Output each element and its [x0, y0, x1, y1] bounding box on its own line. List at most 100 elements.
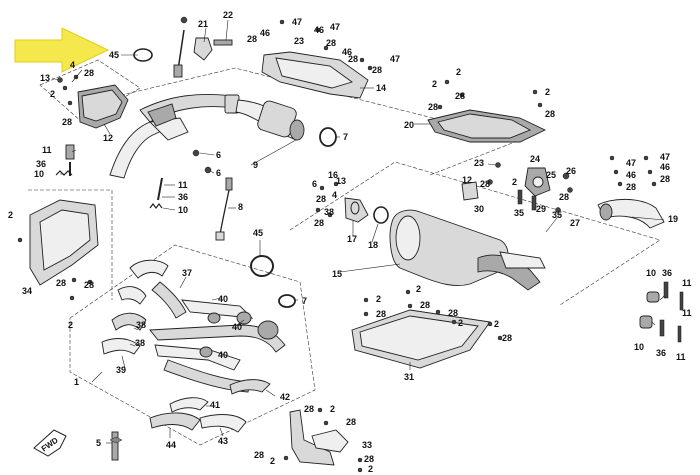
callout-10-right-a: 10 [646, 268, 656, 278]
flange-17 [344, 197, 369, 223]
sensor-8 [215, 177, 233, 241]
callout-28-right-b: 28 [660, 174, 670, 184]
callout-17: 17 [347, 234, 357, 244]
callout-40-a: 40 [218, 294, 228, 304]
callout-46-a: 46 [314, 25, 324, 35]
callout-29: 29 [536, 204, 546, 214]
callout-10-left: 10 [34, 169, 44, 179]
callout-7-lower: 7 [302, 296, 307, 306]
callout-26: 26 [566, 166, 576, 176]
group-outlines [28, 59, 661, 446]
callout-2-left-shield: 2 [8, 210, 13, 220]
fwd-direction-arrow: FWD [33, 429, 67, 457]
callout-38-lower-b: 38 [135, 338, 145, 348]
callout-2-bracket-a: 2 [330, 404, 335, 414]
callout-38: 38 [324, 207, 334, 217]
callout-28-bracket-b: 28 [346, 417, 356, 427]
callout-6-a: 6 [216, 150, 221, 160]
callout-45-top: 45 [109, 50, 119, 60]
callout-37: 37 [182, 268, 192, 278]
callout-46-c: 46 [342, 47, 352, 57]
callout-39: 39 [116, 365, 126, 375]
callout-41: 41 [210, 400, 220, 410]
grommets-right [639, 281, 684, 343]
gasket-45-lower [250, 255, 274, 277]
callout-42: 42 [280, 392, 290, 402]
callout-2-bracket-b: 2 [270, 456, 275, 466]
bolts-upper-left [57, 74, 79, 106]
callout-43: 43 [218, 436, 228, 446]
o2-sensor-21 [173, 16, 188, 78]
callout-18: 18 [368, 240, 378, 250]
callout-38-lower-a: 38 [136, 320, 146, 330]
callout-2-bracket-c: 2 [368, 464, 373, 474]
callout-2-hs20-a: 2 [432, 79, 437, 89]
callout-12: 12 [103, 133, 113, 143]
callout-11-right-b: 11 [682, 308, 692, 318]
callout-13: 13 [40, 73, 50, 83]
bracket-33 [289, 409, 349, 466]
callout-22: 22 [223, 10, 233, 20]
callout-11-left: 11 [42, 145, 52, 155]
callout-28-skid-c: 28 [448, 308, 458, 318]
callout-36-right-b: 36 [656, 348, 666, 358]
callout-28-top-a: 28 [84, 68, 94, 78]
callout-46-right-b: 46 [660, 162, 670, 172]
callout-15: 15 [332, 269, 342, 279]
callout-28-left-a: 28 [56, 278, 66, 288]
fasteners-right-upper [609, 155, 657, 187]
callout-7-top: 7 [343, 132, 348, 142]
callout-25: 25 [546, 170, 556, 180]
hanger-bracket-30 [461, 181, 479, 201]
callout-28-top-b: 28 [62, 117, 72, 127]
callout-28-left-b: 28 [84, 280, 94, 290]
callout-40-b: 40 [232, 322, 242, 332]
callout-4-top: 4 [70, 60, 75, 70]
callout-33: 33 [362, 440, 372, 450]
callout-28-bracket-c: 28 [254, 450, 264, 460]
spring-11-36-10-center [149, 177, 163, 209]
fasteners-lower-bracket [283, 407, 363, 473]
callout-28-hs20-b: 28 [428, 102, 438, 112]
callout-47-right-b: 47 [660, 152, 670, 162]
callout-14: 14 [376, 83, 386, 93]
callout-47-a: 47 [292, 17, 302, 27]
callout-34: 34 [22, 286, 32, 296]
callout-36-right-a: 36 [662, 268, 672, 278]
callout-28-hs20-c: 28 [545, 109, 555, 119]
catalytic-converter-9 [235, 99, 305, 141]
lower-pipe-assembly-1 [101, 259, 286, 393]
callout-28-hanger-a: 28 [480, 179, 490, 189]
gasket-18 [373, 206, 389, 224]
callout-28-bracket-a: 28 [304, 404, 314, 414]
callout-19: 19 [668, 214, 678, 224]
bracket-22 [193, 37, 233, 61]
callout-2-skid-d: 2 [494, 319, 499, 329]
gasket-7-upper [319, 127, 337, 147]
callout-28-bracket-d: 28 [364, 454, 374, 464]
callout-30: 30 [474, 204, 484, 214]
callout-28-right-a: 28 [626, 182, 636, 192]
callout-1: 1 [74, 377, 79, 387]
callout-10-right-b: 10 [634, 342, 644, 352]
callout-11-right-c: 11 [676, 352, 686, 362]
callout-2-skid-c: 2 [458, 318, 463, 328]
fasteners-left-lower [17, 237, 93, 301]
callout-28-f: 28 [372, 65, 382, 75]
callout-28-hs20-a: 28 [455, 91, 465, 101]
callout-40-c: 40 [218, 350, 228, 360]
bolts-heat-shield-14 [279, 19, 373, 71]
callout-2-skid-a: 2 [376, 294, 381, 304]
callout-35: 35 [514, 208, 524, 218]
bolts-heat-shield-20 [437, 79, 543, 110]
skid-plate-31 [351, 309, 491, 369]
heat-shield-12 [77, 84, 129, 129]
callout-45-lower: 45 [253, 228, 263, 238]
callout-44: 44 [166, 440, 176, 450]
callout-24: 24 [530, 154, 540, 164]
callout-2-hs20-b: 2 [456, 67, 461, 77]
callout-36-center: 36 [178, 192, 188, 202]
tailpipe-19 [597, 198, 665, 229]
callout-28-hanger-b: 28 [559, 192, 569, 202]
